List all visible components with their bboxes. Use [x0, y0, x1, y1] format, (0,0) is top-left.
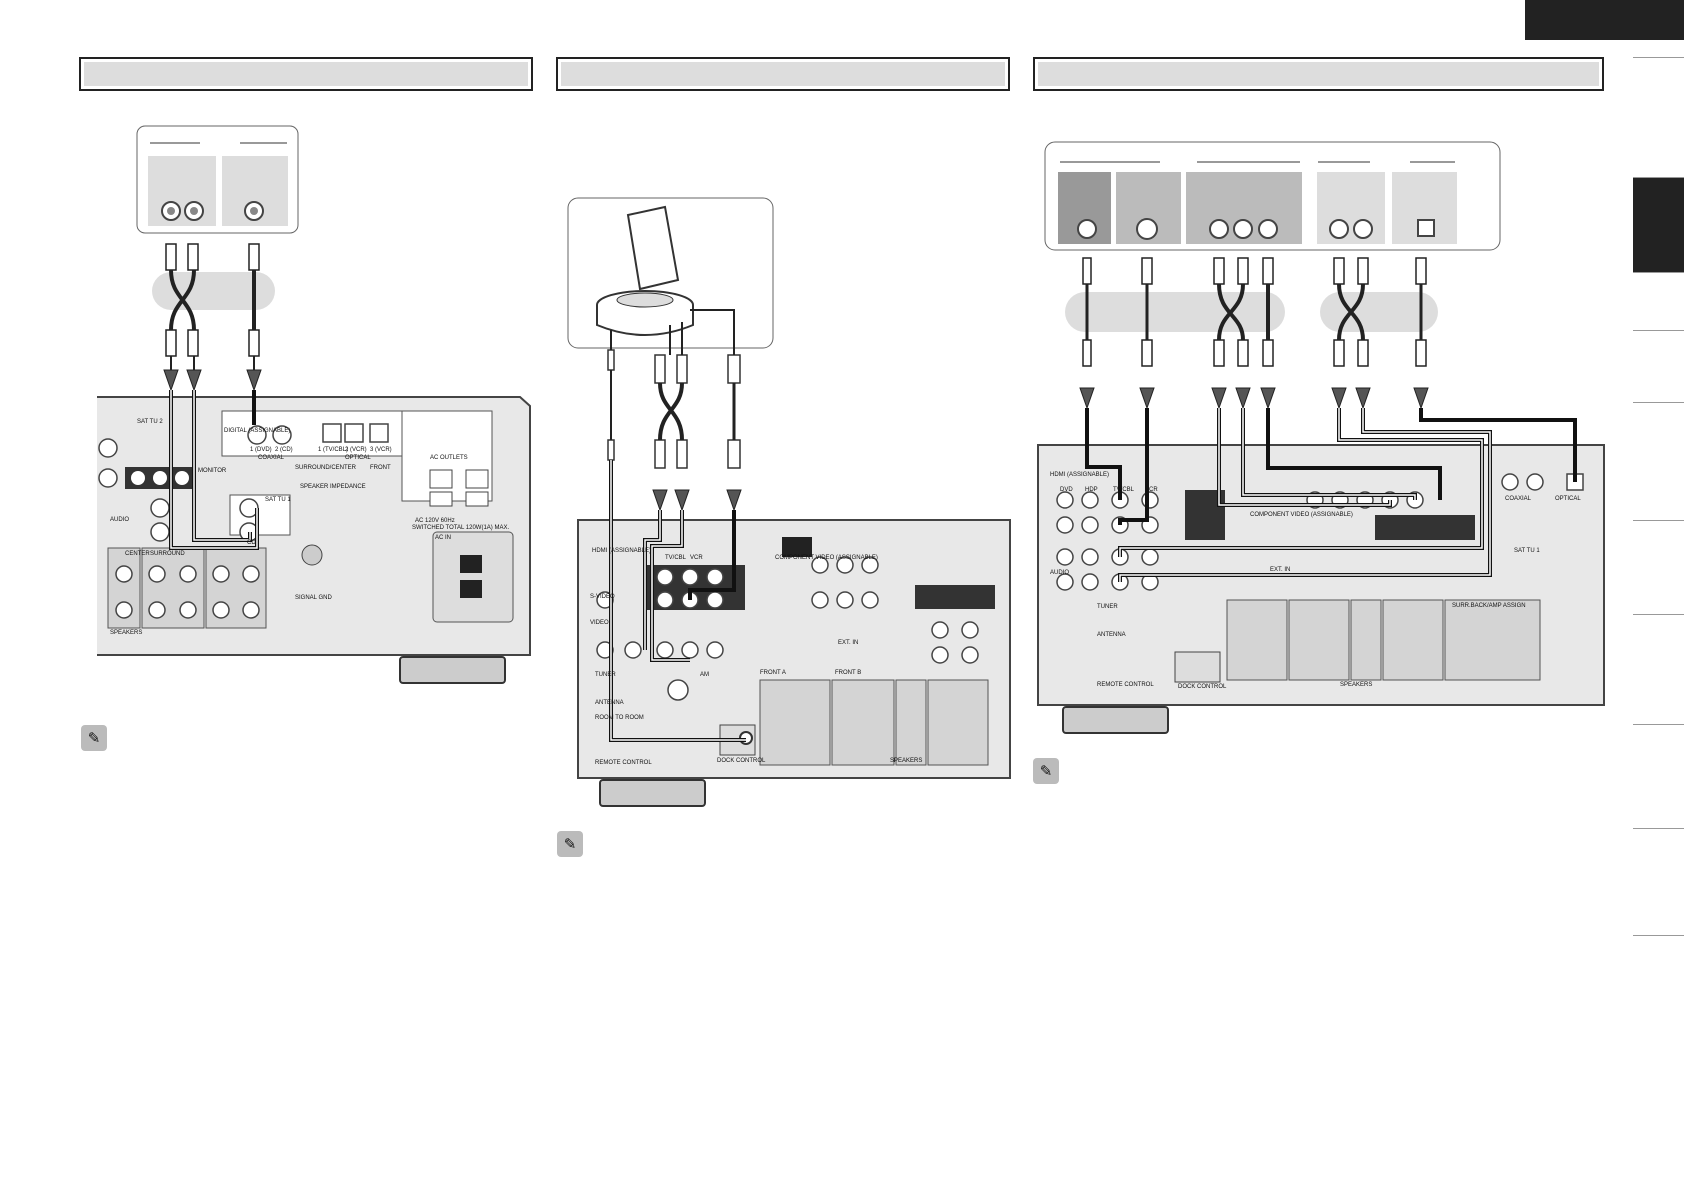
remote-control-label-3: REMOTE CONTROL [1097, 682, 1154, 688]
section-header-3 [1033, 57, 1604, 91]
side-tab-6[interactable] [1633, 520, 1684, 614]
component-video-label-3: COMPONENT VIDEO (ASSIGNABLE) [1250, 512, 1353, 518]
rca-jack-coax [244, 201, 264, 221]
ac-outlets-label: AC OUTLETS [430, 455, 468, 461]
dock-control-label-3: DOCK CONTROL [1178, 684, 1227, 690]
opt3-label: 3 (VCR) [370, 447, 392, 453]
coaxial-label: COAXIAL [258, 455, 285, 461]
sat-tv1-label: SAT TU 1 [265, 497, 291, 503]
ac-rating-label: AC 120V 60Hz [415, 518, 455, 524]
remote-control-label: REMOTE CONTROL [595, 760, 652, 766]
ipod-dock-icon [596, 205, 694, 336]
tv-cbl-label: TV/CBL [665, 555, 687, 561]
side-tab-8[interactable] [1633, 724, 1684, 828]
front-b-label: FRONT B [835, 670, 862, 676]
section-header-1 [79, 57, 533, 91]
coaxial-label-3: COAXIAL [1505, 496, 1532, 502]
tuner-label-3: TUNER [1097, 604, 1118, 610]
receiver-foot [1062, 706, 1169, 734]
ext-in-label-3: EXT. IN [1270, 567, 1291, 573]
switched-label: SWITCHED TOTAL 120W(1A) MAX. [412, 525, 510, 531]
component-video-label: COMPONENT VIDEO (ASSIGNABLE) [775, 555, 878, 561]
video-label: VIDEO [590, 620, 609, 626]
hdmi-label-3: HDMI (ASSIGNABLE) [1050, 472, 1110, 478]
surround-center-label: SURROUND/CENTER [295, 465, 357, 471]
room-to-room-label: ROOM TO ROOM [595, 715, 644, 721]
ac-in-label: AC IN [435, 535, 452, 541]
opt1-label: 1 (TV/CBL) [318, 447, 349, 453]
digital-assignable-label: DIGITAL (ASSIGNABLE) [224, 428, 291, 434]
surround-label: SURROUND [150, 551, 185, 557]
side-tab-4[interactable] [1633, 330, 1684, 402]
audio-label-3: AUDIO [1050, 570, 1070, 576]
side-tab-9[interactable] [1633, 828, 1684, 936]
pencil-note-icon: ✎ [557, 831, 583, 857]
signal-gnd-label: SIGNAL GND [295, 595, 332, 601]
antenna-label-3: ANTENNA [1097, 632, 1126, 638]
monitor-label: MONITOR [198, 468, 227, 474]
cd-label: CD [247, 540, 256, 546]
sat-tv2-label: SAT TU 2 [137, 419, 163, 425]
audio-label: AUDIO [110, 517, 130, 523]
surr-back-label: SURR.BACK/AMP ASSIGN [1452, 603, 1526, 609]
opt2-label: 2 (VCR) [345, 447, 367, 453]
side-tab-3[interactable] [1633, 272, 1684, 330]
speakers-label-3: SPEAKERS [1340, 682, 1373, 688]
ext-in-label: EXT. IN [838, 640, 859, 646]
hdmi-label: HDMI (ASSIGNABLE) [592, 548, 652, 554]
coax2-label: 2 (CD) [275, 447, 293, 453]
vcr-label-3: VCR [1145, 487, 1158, 493]
optical-label-3: OPTICAL [1555, 496, 1581, 502]
dvd-label: DVD [1060, 487, 1073, 493]
sat-tv1-label-3: SAT TU 1 [1514, 548, 1540, 554]
tv-cbl-label-3: TV/CBL [1113, 487, 1135, 493]
dock-control-label: DOCK CONTROL [717, 758, 766, 764]
side-tab-active[interactable] [1633, 177, 1684, 272]
side-tab-7[interactable] [1633, 614, 1684, 724]
receiver-foot [399, 656, 506, 684]
pencil-note-icon: ✎ [1033, 758, 1059, 784]
hdp-label: HDP [1085, 487, 1098, 493]
optical-label: OPTICAL [345, 455, 371, 461]
speakers-label-2: SPEAKERS [890, 758, 923, 764]
antenna-label: ANTENNA [595, 700, 624, 706]
receiver-foot [599, 779, 706, 807]
s-video-label: S-VIDEO [590, 594, 615, 600]
tuner-label: TUNER [595, 672, 616, 678]
side-tab-1[interactable] [1633, 57, 1684, 177]
front-a-label: FRONT A [760, 670, 786, 676]
side-tab-5[interactable] [1633, 402, 1684, 520]
center-label: CENTER [125, 551, 150, 557]
rca-jacks-analog [161, 201, 204, 221]
speakers-label: SPEAKERS [110, 630, 143, 636]
section-header-2 [556, 57, 1010, 91]
speaker-imp-label: SPEAKER IMPEDANCE [300, 484, 366, 490]
language-tab [1525, 0, 1684, 40]
am-label: AM [700, 672, 709, 678]
coax1-label: 1 (DVD) [250, 447, 272, 453]
pencil-note-icon: ✎ [81, 725, 107, 751]
front-label: FRONT [370, 465, 391, 471]
vcr-label: VCR [690, 555, 703, 561]
